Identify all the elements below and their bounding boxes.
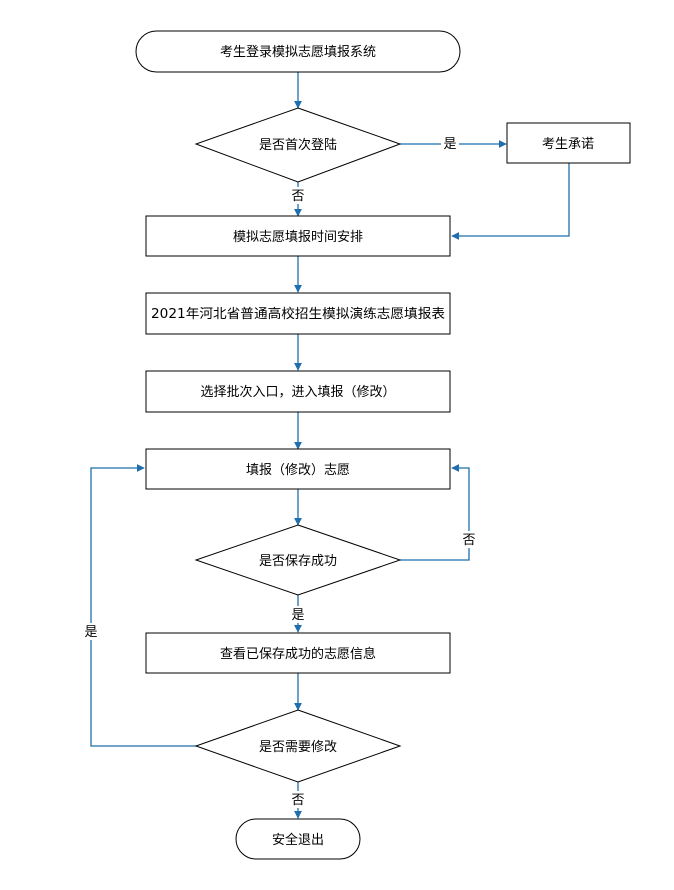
edge-label-first-login-no: 否 [291, 189, 304, 204]
edge-label-modify-no: 否 [291, 793, 304, 808]
node-start-label: 考生登录模拟志愿填报系统 [220, 45, 376, 60]
arrow-modify-yes [90, 464, 197, 747]
node-need-modify-label: 是否需要修改 [259, 740, 337, 755]
node-select-batch-label: 选择批次入口，进入填报（修改） [200, 384, 395, 400]
connectors [90, 72, 570, 819]
edge-label-saved-yes: 是 [291, 608, 304, 623]
arrow-saved-no [400, 464, 470, 561]
node-form-title-label: 2021年河北省普通高校招生模拟演练志愿填报表 [151, 306, 445, 322]
node-fill-label: 填报（修改）志愿 [246, 463, 350, 478]
node-select-batch: 选择批次入口，进入填报（修改） [145, 370, 451, 413]
node-saved-ok-label: 是否保存成功 [259, 554, 337, 569]
node-first-login-label: 是否首次登陆 [259, 137, 337, 153]
edge-label-saved-no: 否 [462, 533, 475, 548]
node-commitment: 考生承诺 [506, 122, 631, 164]
node-saved-ok: 是否保存成功 [194, 524, 402, 596]
node-start: 考生登录模拟志愿填报系统 [135, 30, 461, 73]
node-view-saved: 查看已保存成功的志愿信息 [145, 632, 451, 674]
node-first-login: 是否首次登陆 [194, 107, 402, 183]
node-exit: 安全退出 [235, 818, 361, 860]
node-schedule: 模拟志愿填报时间安排 [145, 215, 451, 257]
node-schedule-label: 模拟志愿填报时间安排 [233, 230, 363, 245]
node-commitment-label: 考生承诺 [542, 137, 594, 152]
node-form-title: 2021年河北省普通高校招生模拟演练志愿填报表 [145, 292, 451, 335]
node-view-saved-label: 查看已保存成功的志愿信息 [220, 646, 376, 662]
node-fill: 填报（修改）志愿 [145, 448, 451, 490]
edge-label-first-login-yes: 是 [443, 137, 456, 152]
node-need-modify: 是否需要修改 [194, 709, 402, 783]
edge-labels: 是 否 否 是 是 否 [81, 135, 478, 808]
node-exit-label: 安全退出 [272, 832, 324, 848]
edge-label-modify-yes: 是 [84, 625, 97, 640]
arrow-commitment-to-schedule [451, 163, 570, 240]
